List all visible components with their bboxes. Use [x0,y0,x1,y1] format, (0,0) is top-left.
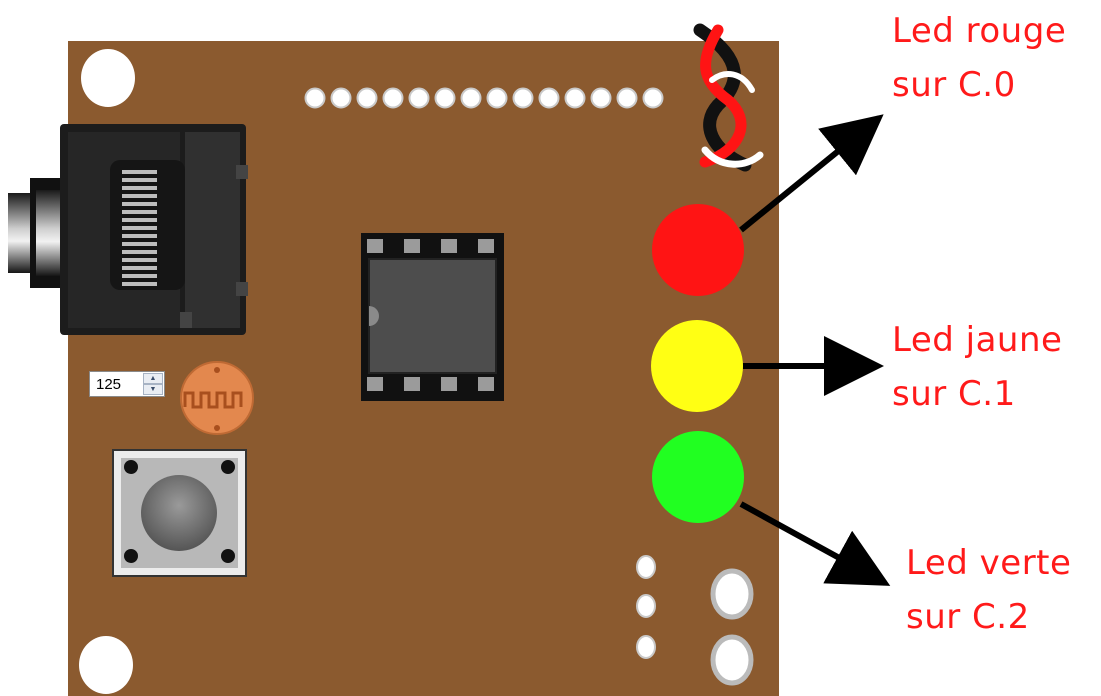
sensor-value-input[interactable] [90,372,140,396]
arrow-red [739,114,884,233]
mounting-hole [81,49,135,107]
callout-led-green-line2: sur C.2 [906,597,1030,637]
spin-down-icon[interactable]: ▼ [143,384,163,395]
sensor-value-spinbox[interactable]: ▲ ▼ [89,371,165,397]
callout-led-green: Led verte sur C.2 [906,536,1071,644]
callout-led-red-line1: Led rouge [892,11,1067,51]
jack-grille [122,170,157,286]
push-button [112,449,247,577]
mounting-hole [79,636,133,694]
callout-led-red: Led rouge sur C.0 [892,4,1066,112]
spin-buttons: ▲ ▼ [143,373,163,395]
battery-wires [693,23,764,172]
arrow-green [739,501,891,586]
bottom-pins [636,555,754,686]
led-green [652,431,744,523]
callout-led-yellow: Led jaune sur C.1 [892,313,1062,421]
header-pins [304,87,664,109]
callout-led-red-line2: sur C.0 [892,65,1016,105]
callout-led-yellow-line1: Led jaune [892,320,1063,360]
callout-led-yellow-line2: sur C.1 [892,374,1016,414]
ic-chip [361,233,504,401]
led-red [652,204,744,296]
spin-up-icon[interactable]: ▲ [143,373,163,384]
led-yellow [651,320,743,412]
light-sensor [180,361,254,435]
audio-jack [8,124,248,335]
callout-led-green-line1: Led verte [906,543,1072,583]
